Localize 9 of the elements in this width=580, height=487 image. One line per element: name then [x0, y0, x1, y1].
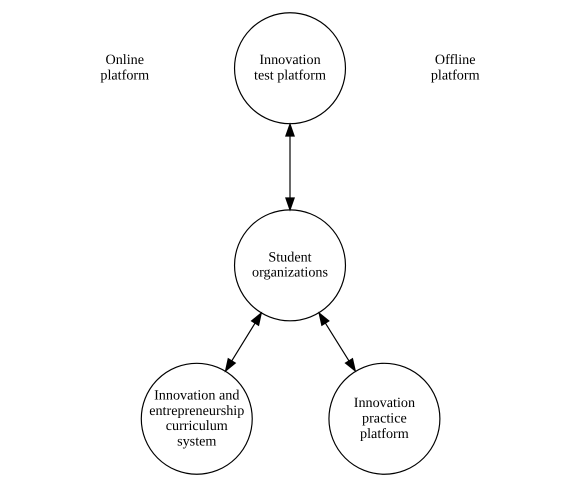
node-circle: Innovation test platform	[234, 12, 346, 124]
arrow	[224, 312, 262, 372]
node-circle: Innovation and entrepreneurship curriculum system	[140, 362, 253, 475]
node-circle: Student organizations	[234, 209, 346, 322]
label: Online platform	[100, 52, 150, 84]
node-circle: Innovation practice platform	[328, 362, 440, 475]
arrow	[318, 312, 356, 372]
label: Offline platform	[430, 52, 480, 84]
arrow	[285, 122, 295, 212]
